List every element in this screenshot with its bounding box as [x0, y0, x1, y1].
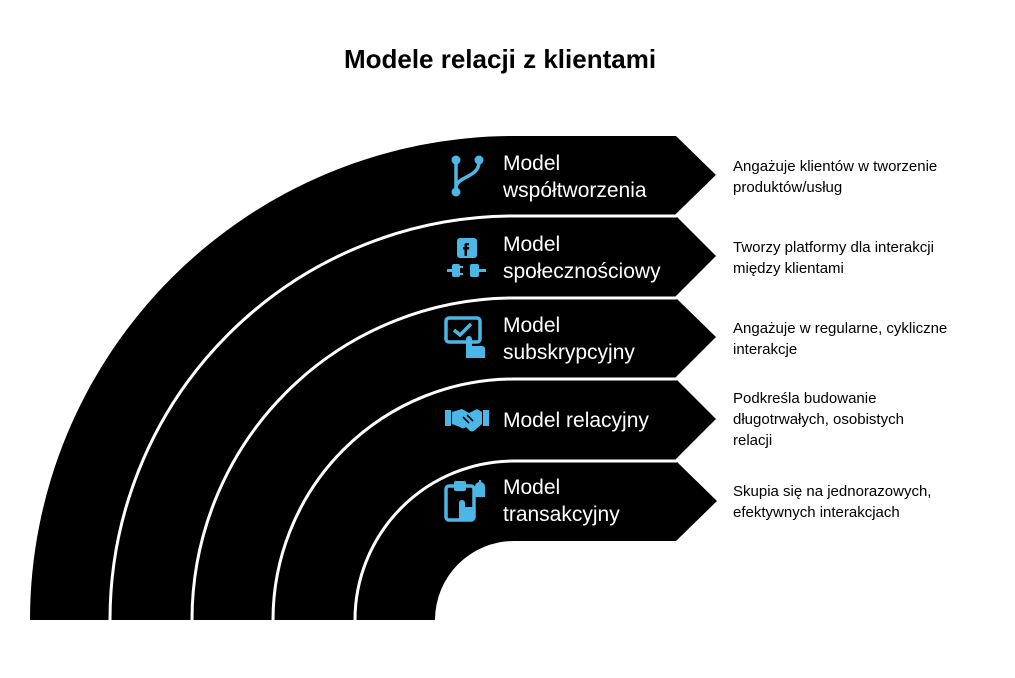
model-description-4: Podkreśla budowanie długotrwałych, osobi… — [733, 388, 993, 451]
model-label-4-line-1: Model relacyjny — [503, 409, 649, 432]
model-description-1-line-1: Angażuje klientów w tworzenie — [733, 158, 938, 175]
model-description-4-line-1: Podkreśla budowanie — [733, 390, 877, 407]
model-label-5-line-1: Model — [503, 476, 561, 499]
branch-merge-icon — [451, 155, 484, 197]
handshake-icon — [445, 409, 489, 432]
transaction-tap-icon — [444, 480, 485, 522]
separator-3 — [271, 336, 719, 621]
model-label-3-line-2: subskrypcyjny — [503, 341, 635, 364]
model-label-5-line-2: transakcyjny — [503, 503, 620, 526]
model-description-2-line-1: Tworzy platformy dla interakcji — [733, 239, 934, 256]
model-description-1-line-2: produktów/usług — [733, 179, 843, 196]
model-label-1-line-1: Model — [503, 152, 561, 175]
model-description-2: Tworzy platformy dla interakcji między k… — [733, 237, 993, 279]
model-description-1: Angażuje klientów w tworzenie produktów/… — [733, 156, 993, 198]
model-label-1: Model współtworzenia — [503, 150, 647, 204]
model-label-2-line-2: społecznościowy — [503, 260, 661, 283]
model-description-5-line-2: efektywnych interakcjach — [733, 504, 900, 521]
model-label-1-line-2: współtworzenia — [503, 179, 647, 202]
diagram-title: Modele relacji z klientami — [343, 44, 657, 74]
separator-2 — [190, 255, 719, 621]
social-plug-icon — [447, 238, 486, 277]
model-description-4-line-2: długotrwałych, osobistych — [733, 411, 904, 428]
model-label-5: Model transakcyjny — [503, 474, 620, 528]
model-label-3: Model subskrypcyjny — [503, 312, 635, 366]
model-description-3: Angażuje w regularne, cykliczne interakc… — [733, 318, 993, 360]
band-2 — [110, 216, 717, 620]
model-description-2-line-2: między klientami — [733, 260, 844, 277]
model-description-4-line-3: relacji — [733, 432, 773, 449]
subscription-screen-icon — [444, 316, 485, 358]
model-label-4: Model relacyjny — [503, 407, 649, 434]
model-description-5: Skupia się na jednorazowych, efektywnych… — [733, 481, 993, 523]
separator-1 — [108, 174, 719, 621]
separator-4 — [353, 418, 719, 621]
band-1 — [30, 136, 717, 620]
model-description-3-line-2: interakcje — [733, 341, 798, 358]
model-description-5-line-1: Skupia się na jednorazowych, — [733, 483, 932, 500]
model-label-2-line-1: Model — [503, 233, 561, 256]
model-label-3-line-1: Model — [503, 314, 561, 337]
band-4 — [273, 379, 717, 620]
model-description-3-line-1: Angażuje w regularne, cykliczne — [733, 320, 948, 337]
model-label-2: Model społecznościowy — [503, 231, 661, 285]
